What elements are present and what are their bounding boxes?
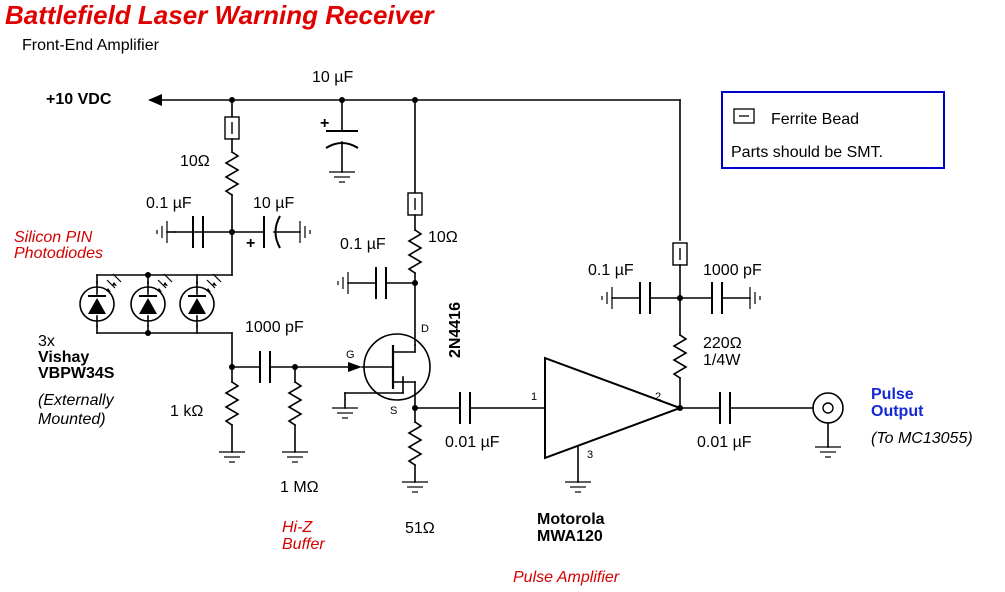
buffer-label-2: Buffer <box>282 536 325 553</box>
jfet-2n4416 <box>331 333 431 419</box>
c-pin-bulk-plus: + <box>246 235 255 252</box>
c-coupling-out <box>679 392 813 424</box>
r-gate-label: 1 MΩ <box>280 479 319 496</box>
fet-pin-g: G <box>346 349 355 361</box>
fet-label: 2N4416 <box>447 302 464 358</box>
c-pin-bulk: + <box>231 215 311 252</box>
bead-amp <box>672 242 688 266</box>
amp-pin-in: 1 <box>531 391 537 403</box>
fet-pin-d: D <box>421 323 429 335</box>
c-drain-decoupling-label: 0.1 µF <box>340 236 386 253</box>
c-pin-decoupling-label: 0.1 µF <box>146 195 192 212</box>
c-coupling-amp-in <box>414 392 546 424</box>
c-supply-bulk-label: 10 µF <box>312 69 353 86</box>
subtitle: Front-End Amplifier <box>22 37 160 54</box>
amp-pin-out: 2 <box>655 391 661 403</box>
amp-role: Pulse Amplifier <box>513 569 620 586</box>
legend-box: Ferrite Bead Parts should be SMT. <box>721 91 945 169</box>
c-supply-bulk: + <box>320 99 359 183</box>
r-load-label: 1 kΩ <box>170 403 203 420</box>
c-coupling-out-label: 0.01 µF <box>697 434 752 451</box>
r-load <box>224 380 240 427</box>
r-amp-bias-label: 220Ω <box>703 335 742 352</box>
c-drain-decoupling <box>337 267 416 299</box>
c-pin-decoupling <box>156 216 233 248</box>
r-source-label: 51Ω <box>405 520 435 537</box>
c-amp-decoupling-label: 0.1 µF <box>588 262 634 279</box>
diode-part-2: VBPW34S <box>38 365 115 382</box>
c-pin-bulk-label: 10 µF <box>253 195 294 212</box>
c-coupling-gate <box>231 351 362 383</box>
fet-pin-s: S <box>390 405 397 417</box>
r-pin-supply <box>224 150 240 197</box>
c-coupling-amp-in-label: 0.01 µF <box>445 434 500 451</box>
photodiodes-label-1: Silicon PIN <box>14 229 93 246</box>
r-drain-label: 10Ω <box>428 229 458 246</box>
diode-mount-2: Mounted) <box>38 411 106 428</box>
supply-label: +10 VDC <box>46 91 112 108</box>
r-drain <box>407 228 423 275</box>
c-amp-decoupling <box>601 282 681 314</box>
photodiode-2 <box>130 273 173 334</box>
output-connector <box>812 392 844 458</box>
bead-drain <box>407 192 423 216</box>
amp-maker: Motorola <box>537 511 605 528</box>
c-amp-hf <box>679 282 761 314</box>
photodiodes-label-2: Photodiodes <box>14 245 103 262</box>
legend-bead-label: Ferrite Bead <box>771 111 859 128</box>
diode-qty: 3x <box>38 333 55 350</box>
c-coupling-gate-label: 1000 pF <box>245 319 304 336</box>
diode-mount-1: (Externally <box>38 392 115 409</box>
output-label-1: Pulse <box>871 386 914 403</box>
amp-part: MWA120 <box>537 528 603 545</box>
c-amp-hf-label: 1000 pF <box>703 262 762 279</box>
photodiode-1 <box>79 273 122 334</box>
bead-pin-supply <box>224 116 240 140</box>
title: Battlefield Laser Warning Receiver <box>5 0 436 30</box>
diode-part-1: Vishay <box>38 349 89 366</box>
output-label-2: Output <box>871 403 924 420</box>
photodiode-3 <box>179 273 222 334</box>
r-gate <box>287 380 303 427</box>
buffer-label-1: Hi-Z <box>282 519 313 536</box>
supply-arrow <box>148 94 162 106</box>
output-dest: (To MC13055) <box>871 430 973 447</box>
legend-note: Parts should be SMT. <box>731 144 883 161</box>
amp-pin-gnd: 3 <box>587 449 593 461</box>
c-supply-bulk-plus: + <box>320 115 329 132</box>
r-source <box>407 420 423 467</box>
amp-mwa120 <box>544 356 683 460</box>
r-amp-bias-rating: 1/4W <box>703 352 741 369</box>
r-amp-bias <box>672 333 688 380</box>
r-pin-supply-label: 10Ω <box>180 153 210 170</box>
